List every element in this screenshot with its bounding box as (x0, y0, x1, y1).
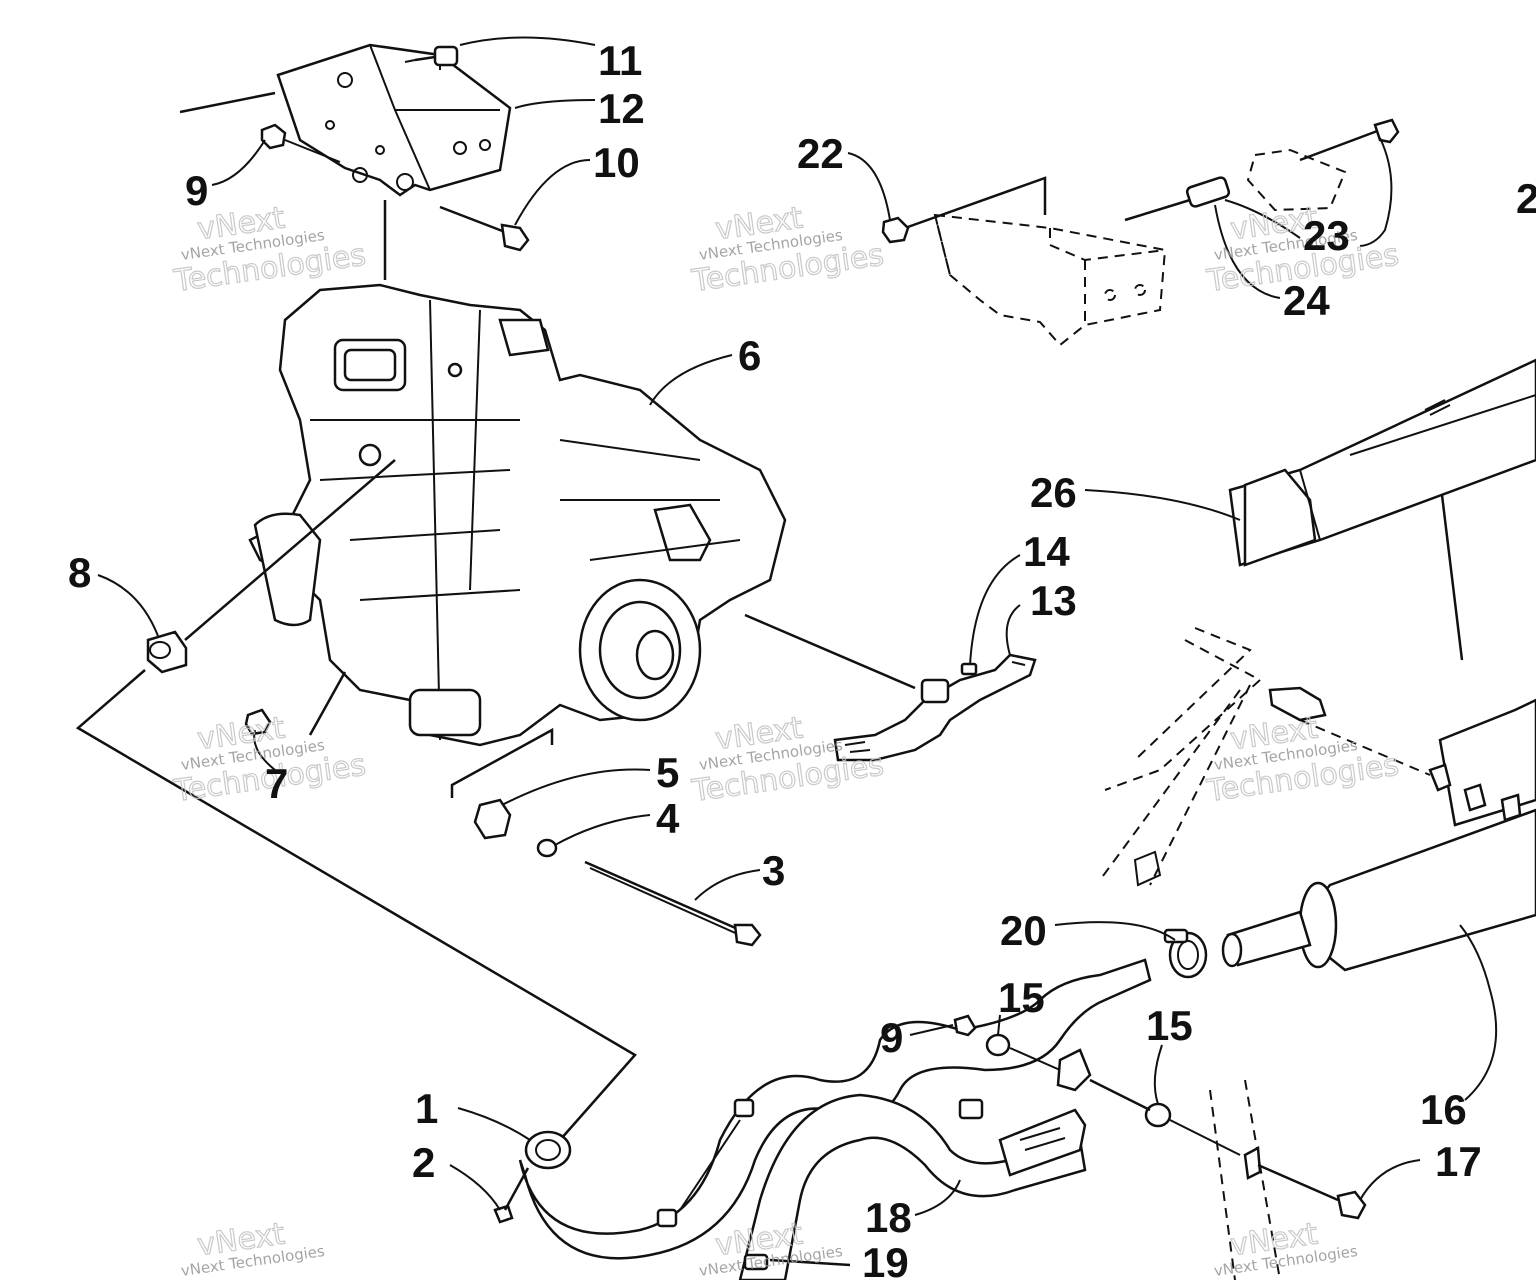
callout-5: 5 (656, 749, 679, 796)
nut-9-top (260, 123, 341, 163)
callout-7: 7 (265, 760, 288, 807)
callout-2: 2 (412, 1139, 435, 1186)
callout-3: 3 (762, 847, 785, 894)
callout-12: 12 (598, 85, 645, 132)
watermark: vNext vNext Technologies Technologies (689, 710, 887, 810)
callout-13: 13 (1030, 577, 1077, 624)
footrest-assembly (744, 613, 1037, 762)
callout-10: 10 (593, 139, 640, 186)
callout-26: 26 (1030, 469, 1077, 516)
engine-assembly (248, 283, 787, 747)
bolt-10 (439, 205, 530, 252)
muffler-16 (1221, 698, 1536, 972)
callout-18: 18 (865, 1194, 912, 1241)
cushion-8 (75, 459, 637, 1141)
clamp-20 (1163, 928, 1208, 979)
callout-6: 6 (738, 332, 761, 379)
mount-hardware (473, 798, 762, 947)
callout-15: 15 (998, 974, 1045, 1021)
watermark: vNext vNext Technologies (180, 1216, 326, 1280)
watermark: vNext vNext Technologies Technologies (1204, 710, 1402, 810)
callout-4: 4 (656, 795, 680, 842)
bolt-17 (1257, 1163, 1367, 1220)
frame-bracket-dashed (881, 118, 1400, 347)
callout-22: 22 (797, 130, 844, 177)
callout-8: 8 (68, 549, 91, 596)
callout-9: 9 (185, 167, 208, 214)
heat-shield-26 (1228, 358, 1536, 661)
callout-17: 17 (1435, 1138, 1482, 1185)
callout-20: 20 (1000, 907, 1047, 954)
callout-9: 9 (880, 1014, 903, 1061)
callout-1: 1 (415, 1085, 438, 1132)
callout-23: 23 (1303, 212, 1350, 259)
callout-14: 14 (1023, 528, 1070, 575)
callout-15: 15 (1146, 1002, 1193, 1049)
bolt-11 (404, 45, 459, 67)
grommets-15 (953, 1014, 1241, 1156)
watermark: vNext vNext Technologies (1213, 1216, 1359, 1280)
callout-2-edge: 2 (1516, 175, 1536, 222)
exhaust-pipe-18 (493, 958, 1152, 1280)
callout-11: 11 (598, 37, 642, 84)
engine-mount-bracket (179, 43, 512, 280)
callout-labels: 11 12 10 9 22 23 24 2 6 26 14 13 8 7 5 4… (68, 37, 1536, 1280)
watermark: vNext vNext Technologies Technologies (689, 200, 887, 300)
callout-24: 24 (1283, 277, 1330, 324)
callout-19: 19 (862, 1239, 909, 1280)
frame-lower-right (1099, 627, 1431, 1280)
nut-7 (244, 671, 554, 798)
leader-lines (97, 36, 1498, 1216)
bolt-19 (743, 1253, 851, 1271)
callout-16: 16 (1420, 1086, 1467, 1133)
